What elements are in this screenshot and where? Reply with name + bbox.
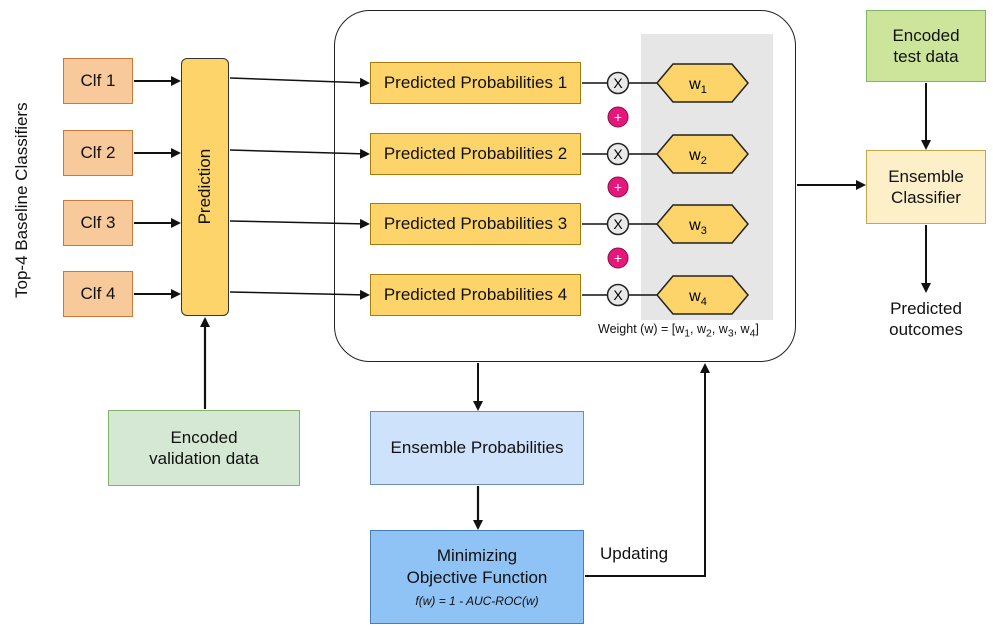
svg-text:w2: w2: [688, 147, 707, 167]
ensemble-probabilities-box: Ensemble Probabilities: [370, 411, 584, 485]
test-data-box: Encoded test data: [866, 10, 986, 82]
weight-2-hexagon: w2: [656, 134, 749, 174]
plus-1-icon: +: [607, 106, 629, 128]
ensemble-classifier-line-2: Classifier: [891, 188, 961, 207]
arrow-prediction-pp2: [229, 148, 370, 159]
clf-4-box: Clf 4: [63, 271, 133, 317]
multiply-2-icon: X: [606, 142, 630, 166]
updating-label: Updating: [600, 544, 669, 563]
svg-text:w4: w4: [688, 288, 707, 308]
test-data-line-1: Encoded: [892, 25, 960, 45]
arrow-prediction-pp3: [229, 218, 370, 229]
prediction-box: Prediction: [181, 58, 229, 316]
ensemble-classifier-box: Ensemble Classifier: [866, 150, 986, 224]
svg-text:w1: w1: [688, 76, 707, 96]
predicted-outcomes-label: Predicted outcomes: [872, 298, 980, 341]
plus-2-icon: +: [607, 176, 629, 198]
svg-text:+: +: [614, 179, 622, 195]
ensemble-classifier-line-1: Ensemble: [888, 166, 964, 186]
validation-line-1: Encoded: [170, 427, 238, 447]
svg-text:+: +: [614, 250, 622, 266]
multiply-3-icon: X: [606, 212, 630, 236]
predicted-probabilities-3: Predicted Probabilities 3: [370, 203, 581, 245]
validation-line-2: validation data: [149, 449, 259, 468]
objective-line-1: Minimizing: [436, 546, 518, 566]
svg-text:X: X: [613, 75, 623, 91]
objective-function-box: Minimizing Objective Function f(w) = 1 -…: [370, 530, 584, 624]
test-data-line-2: test data: [893, 47, 959, 66]
clf-3-box: Clf 3: [63, 200, 133, 246]
objective-line-2: Objective Function: [406, 567, 548, 587]
svg-text:X: X: [613, 216, 623, 232]
predicted-probabilities-1: Predicted Probabilities 1: [370, 62, 581, 104]
weight-1-hexagon: w1: [656, 63, 749, 103]
plus-3-icon: +: [607, 247, 629, 269]
multiply-1-icon: X: [606, 71, 630, 95]
clf-1-box: Clf 1: [63, 58, 133, 104]
arrow-prediction-pp1: [229, 77, 370, 88]
predicted-probabilities-2: Predicted Probabilities 2: [370, 133, 581, 175]
weight-4-hexagon: w4: [656, 275, 749, 315]
arrow-prediction-pp4: [229, 289, 370, 300]
multiply-4-icon: X: [606, 283, 630, 307]
clf-2-box: Clf 2: [63, 130, 133, 176]
predicted-probabilities-4: Predicted Probabilities 4: [370, 274, 581, 316]
svg-text:X: X: [613, 146, 623, 162]
svg-text:X: X: [613, 287, 623, 303]
outcomes-line-1: Predicted: [890, 299, 962, 318]
weight-3-hexagon: w3: [656, 204, 749, 244]
arrow-updating-loop: [585, 363, 710, 577]
weight-vector-label: Weight (w) = [w1, w2, w3, w4]: [598, 322, 759, 340]
outcomes-line-2: outcomes: [889, 320, 963, 340]
svg-text:+: +: [614, 109, 622, 125]
objective-formula: f(w) = 1 - AUC-ROC(w): [415, 593, 539, 608]
validation-data-box: Encoded validation data: [108, 410, 300, 486]
svg-text:w3: w3: [688, 217, 707, 237]
